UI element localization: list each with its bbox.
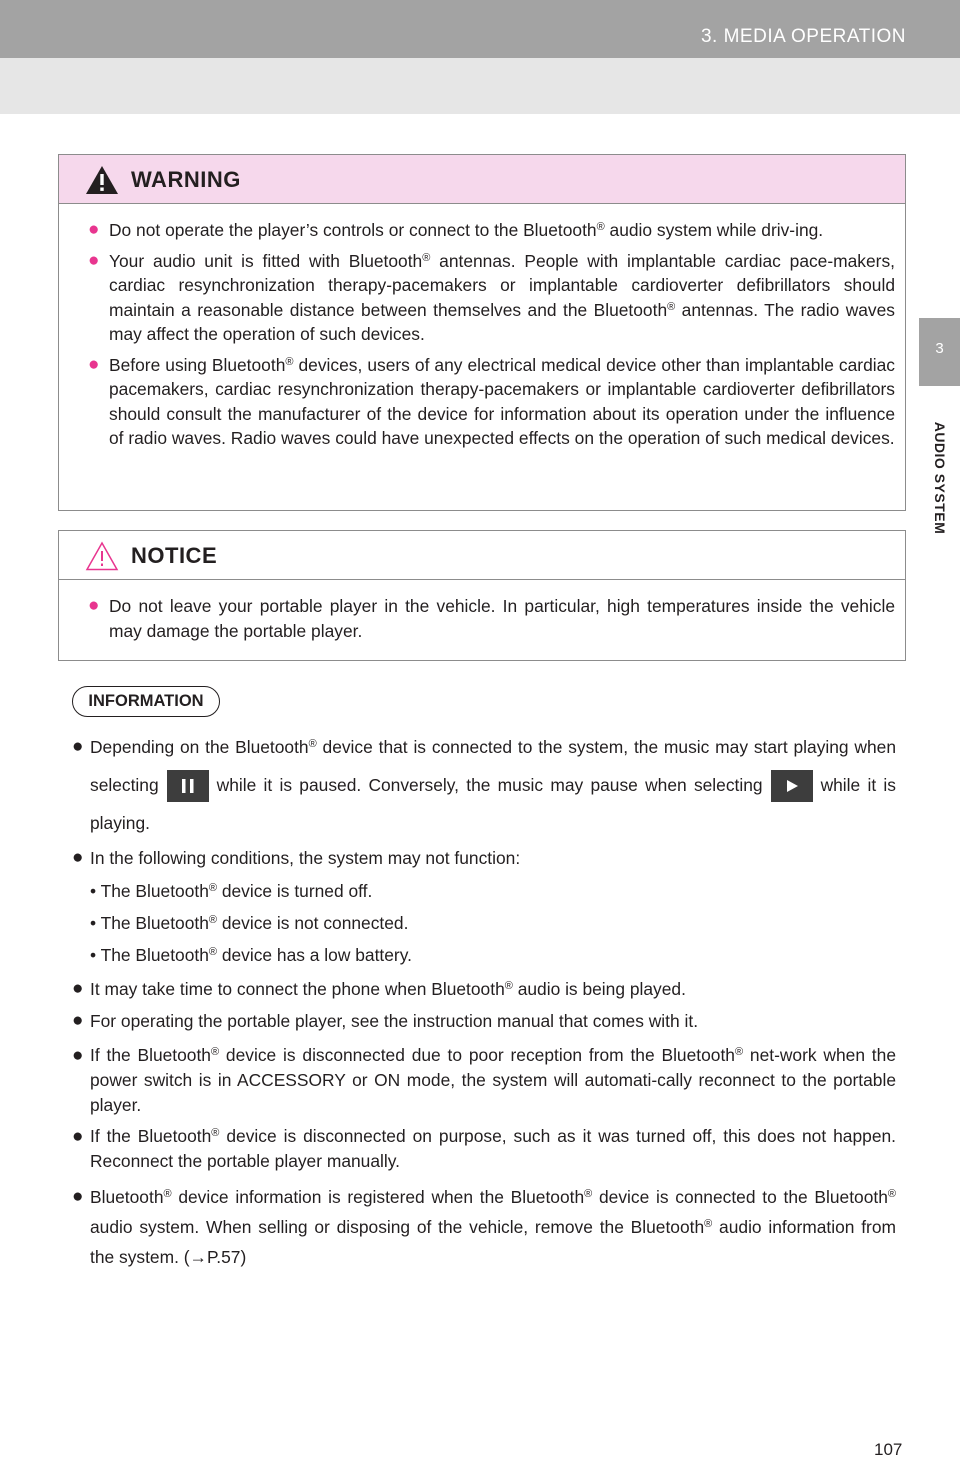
warning-item: ● Before using Bluetooth® devices, users… [88, 353, 895, 449]
play-button-icon [770, 770, 813, 803]
bullet-icon: ● [72, 978, 84, 999]
info-item: ● In the following conditions, the syste… [72, 841, 896, 875]
chapter-label-container: AUDIO SYSTEM [919, 400, 960, 560]
page-header-bar [0, 0, 960, 58]
bullet-icon: ● [72, 1010, 84, 1031]
chapter-tab [919, 318, 960, 386]
condition-item: • The Bluetooth® device has a low batter… [90, 945, 412, 965]
warning-title: WARNING [131, 167, 241, 192]
notice-header: NOTICE [59, 531, 905, 580]
pause-button-icon [166, 770, 209, 803]
bullet-icon: ● [72, 1126, 84, 1147]
bullet-icon: ● [72, 847, 84, 868]
information-list: ● Depending on the Bluetooth® device tha… [72, 728, 896, 1272]
bullet-icon: ● [88, 353, 100, 375]
bullet-icon: ● [88, 249, 100, 271]
info-item: ● It may take time to connect the phone … [72, 973, 896, 1005]
bullet-icon: ● [72, 1186, 84, 1207]
notice-box: NOTICE ● Do not leave your portable play… [58, 530, 906, 661]
arrow-icon: → [189, 1247, 207, 1267]
warning-body: ● Do not operate the player’s controls o… [59, 204, 905, 451]
info-item: ● If the Bluetooth® device is disconnect… [72, 1045, 896, 1115]
section-title: 3. MEDIA OPERATION [700, 26, 906, 47]
information-label: INFORMATION [72, 686, 220, 717]
chapter-number: 3 [935, 340, 944, 357]
bullet-icon: ● [88, 595, 100, 616]
notice-body: ● Do not leave your portable player in t… [59, 580, 905, 643]
condition-item: • The Bluetooth® device is not connected… [90, 913, 409, 933]
warning-header: WARNING [59, 155, 905, 204]
warning-item: ● Your audio unit is fitted with Bluetoo… [88, 249, 895, 345]
bullet-icon: ● [88, 219, 100, 240]
bullet-icon: ● [72, 736, 84, 757]
bullet-icon: ● [72, 1045, 84, 1066]
warning-box: WARNING ● Do not operate the player’s co… [58, 154, 906, 511]
notice-item: ● Do not leave your portable player in t… [88, 595, 895, 641]
info-item: ● If the Bluetooth® device is disconnect… [72, 1126, 896, 1171]
notice-title: NOTICE [131, 543, 218, 568]
info-item: ● Depending on the Bluetooth® device tha… [72, 728, 896, 842]
warning-triangle-icon [86, 166, 118, 194]
page-number: 107 [874, 1440, 903, 1459]
info-item: ● Bluetooth® device information is regis… [72, 1182, 896, 1272]
caution-triangle-icon [85, 541, 119, 571]
page-header-band [0, 58, 960, 114]
condition-item: • The Bluetooth® device is turned off. [90, 881, 373, 901]
info-item: ● For operating the portable player, see… [72, 1005, 896, 1037]
chapter-label: AUDIO SYSTEM [931, 421, 948, 535]
warning-item: ● Do not operate the player’s controls o… [88, 218, 895, 243]
